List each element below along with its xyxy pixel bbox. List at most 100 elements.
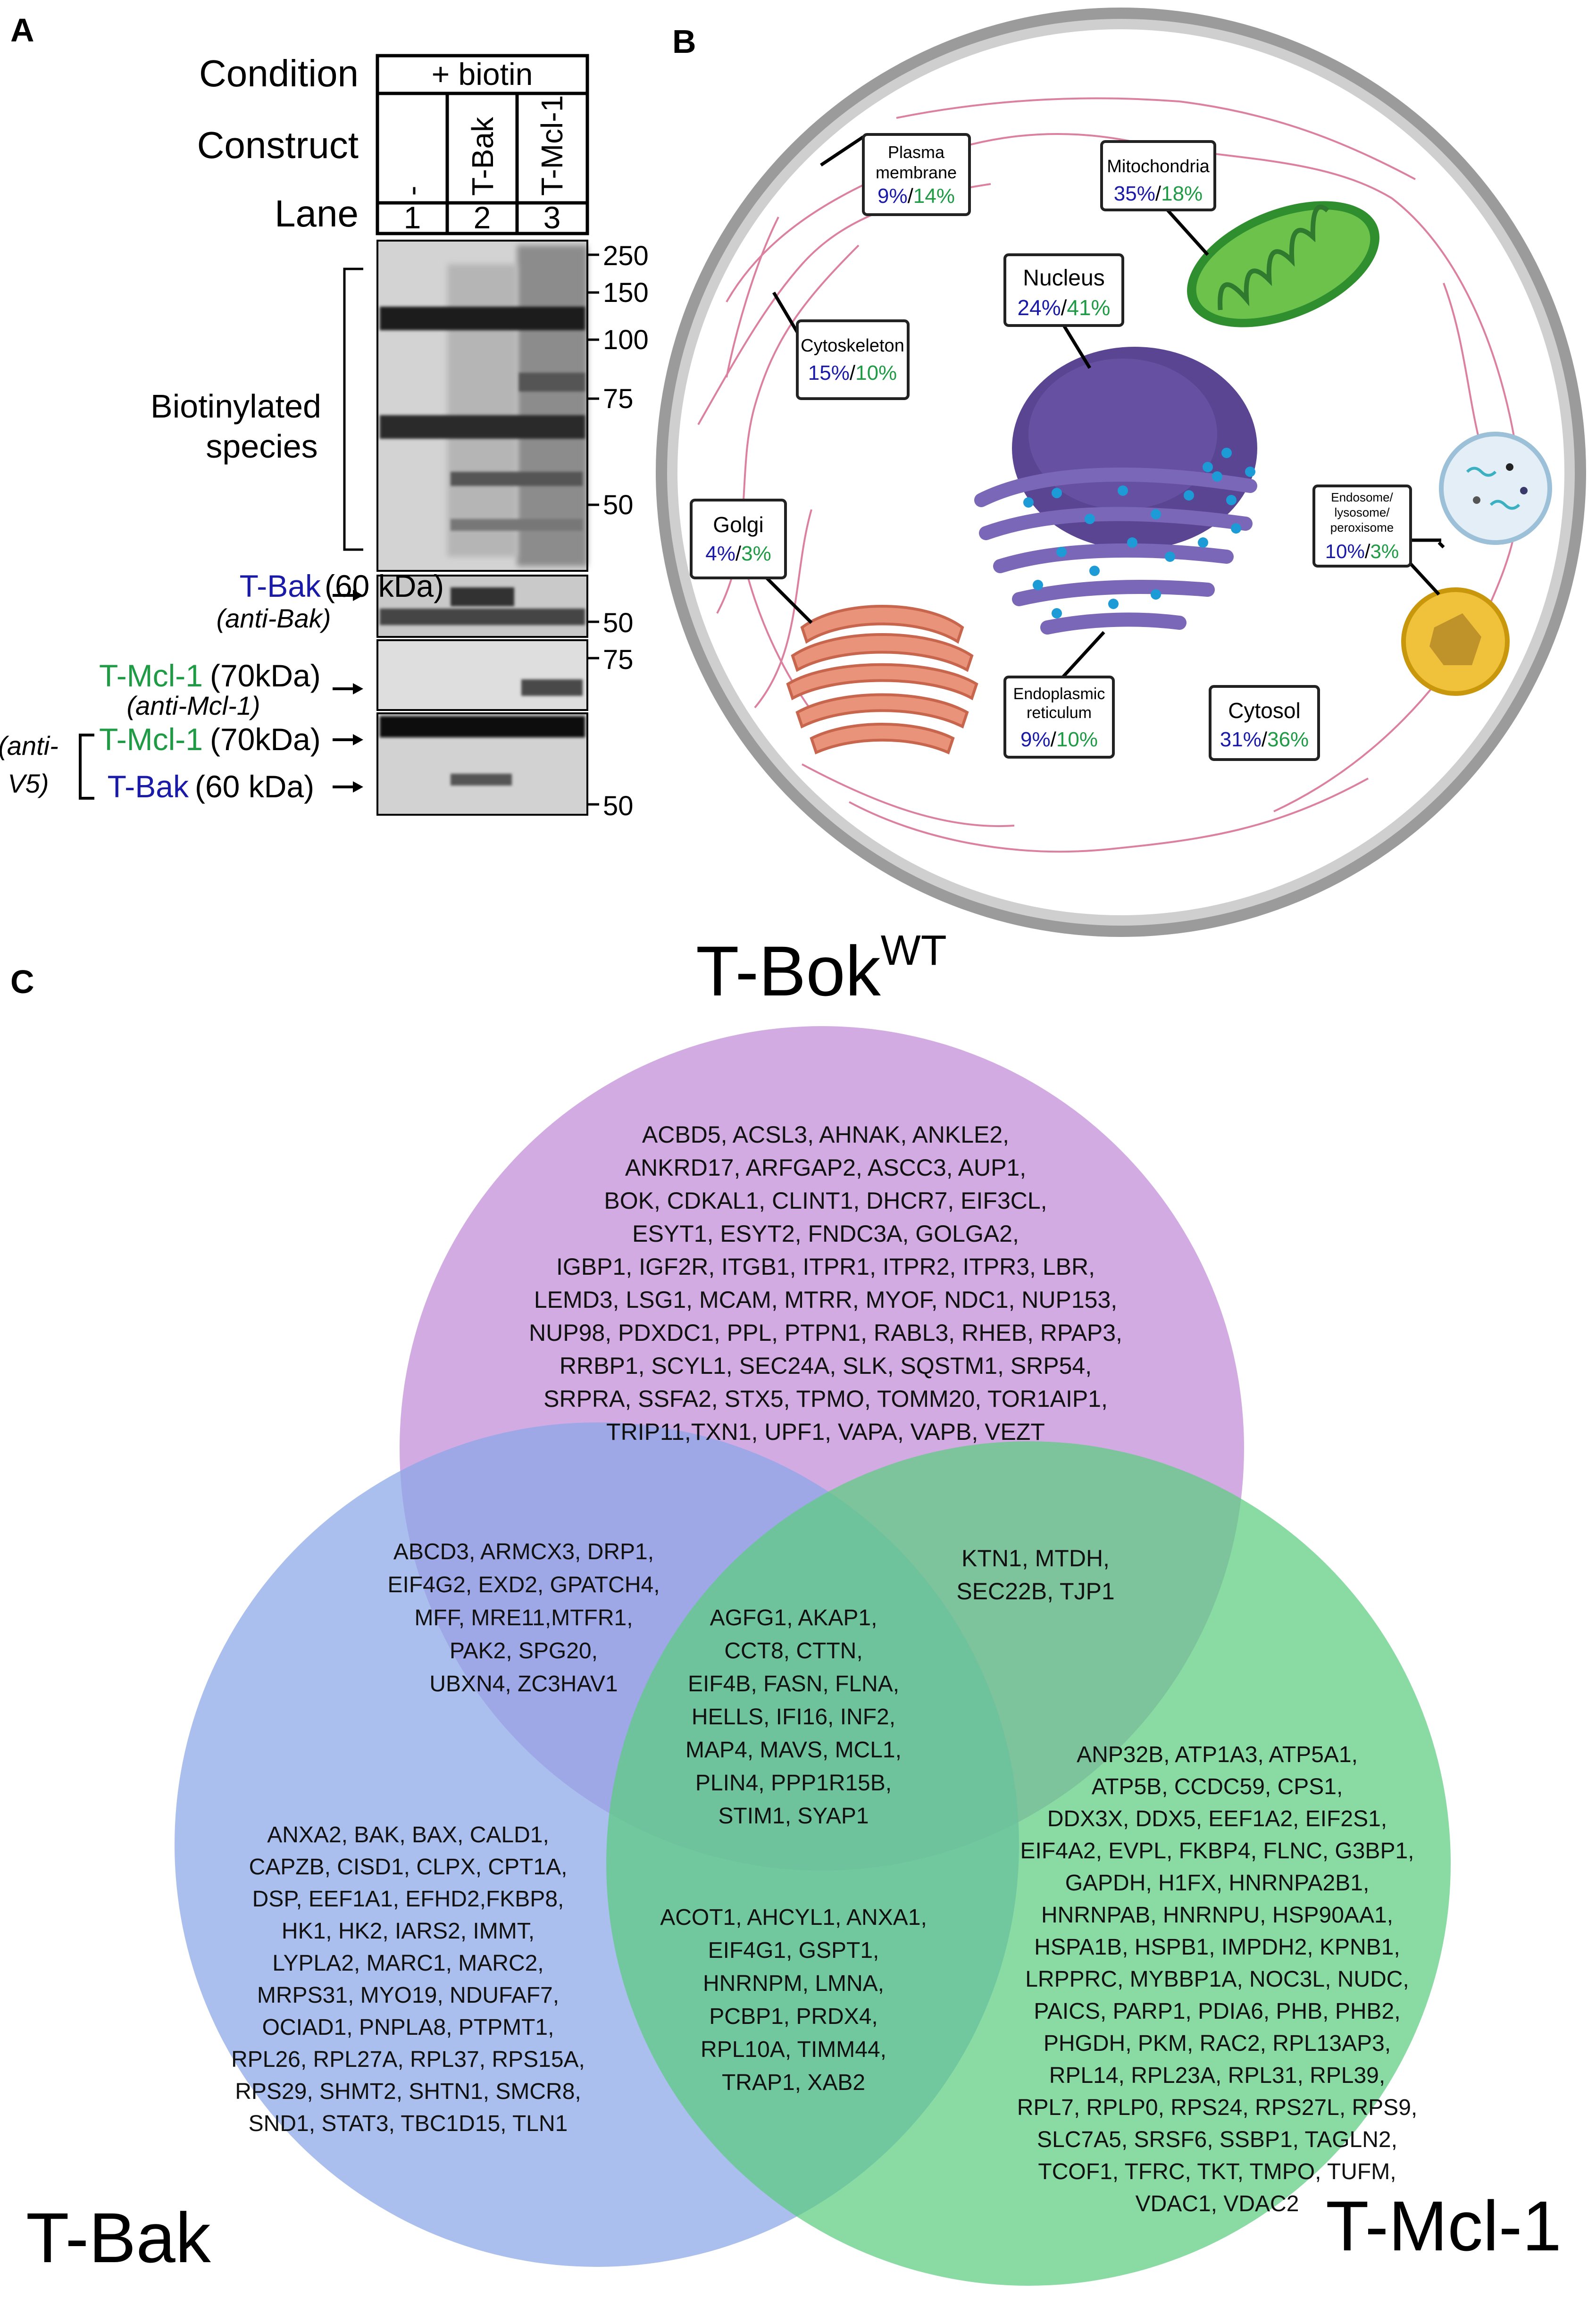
venn-circle-mcl (606, 1441, 1451, 2286)
gene-list-line: IGBP1, IGF2R, ITGB1, ITPR1, ITPR2, ITPR3… (556, 1254, 1095, 1280)
gene-list-line: EIF4A2, EVPL, FKBP4, FLNC, G3BP1, (1020, 1839, 1414, 1864)
endoplasmic-reticulum (974, 468, 1257, 635)
gene-list-line: ACBD5, ACSL3, AHNAK, ANKLE2, (642, 1121, 1009, 1148)
label-plasma-membrane: Plasma membrane 9%/14% (862, 133, 971, 216)
label-nucleus: Nucleus 24%/41% (1003, 253, 1124, 327)
er-line2: reticulum (1027, 704, 1092, 722)
gene-list-line: LEMD3, LSG1, MCAM, MTRR, MYOF, NDC1, NUP… (534, 1287, 1117, 1313)
plasma-membrane-line1: Plasma (888, 142, 945, 162)
gene-list-line: GAPDH, H1FX, HNRNPA2B1, (1065, 1871, 1370, 1896)
tmcl-antibody: (anti-Mcl-1) (126, 691, 260, 720)
marker-ticks-top (587, 253, 599, 506)
cytoskeleton-filaments (697, 97, 1520, 853)
blot-biotinylated (376, 240, 588, 572)
marker-250: 250 (603, 241, 649, 271)
gene-list-line: HNRNPAB, HNRNPU, HSP90AA1, (1041, 1903, 1393, 1928)
gene-list-line: CCT8, CTTN, (724, 1638, 862, 1663)
marker-150: 150 (603, 277, 649, 308)
marker-mid-50: 50 (603, 608, 634, 638)
label-cytosol: Cytosol 31%/36% (1209, 685, 1320, 761)
ribosomes (1023, 448, 1255, 618)
nucleus-pct: 24%/41% (1018, 295, 1111, 320)
v5-label-1: (anti- (0, 731, 58, 761)
panel-b: B (656, 8, 1586, 937)
tmcl-label: T-Mcl-1 (70kDa) (anti-Mcl-1) (99, 658, 321, 720)
construct-lane1: - (395, 186, 429, 196)
gene-list-line: TRIP11,TXN1, UPF1, VAPA, VAPB, VEZT (606, 1419, 1045, 1445)
gene-list-line: SLC7A5, SRSF6, SSBP1, TAGLN2, (1037, 2127, 1397, 2152)
gene-list-line: RPL10A, TIMM44, (701, 2037, 886, 2062)
label-golgi: Golgi 4%/3% (690, 499, 787, 579)
arrow-tbak (333, 590, 363, 601)
golgi-line1: Golgi (713, 512, 763, 537)
gene-list-line: CAPZB, CISD1, CLPX, CPT1A, (249, 1855, 568, 1880)
blot-anti-v5 (376, 712, 588, 816)
gene-list-line: SRPRA, SSFA2, STX5, TPMO, TOMM20, TOR1AI… (543, 1386, 1108, 1412)
endosome-line3: peroxisome (1330, 520, 1394, 535)
region-all-three: AGFG1, AKAP1,CCT8, CTTN,EIF4B, FASN, FLN… (685, 1605, 902, 1829)
cytoskeleton-line1: Cytoskeleton (801, 336, 904, 356)
lane-3: 3 (543, 200, 561, 235)
gene-list-line: STIM1, SYAP1 (718, 1804, 869, 1829)
gene-list-line: VDAC1, VDAC2 (1136, 2191, 1299, 2216)
endosome (1439, 432, 1552, 545)
gene-list-line: ANKRD17, ARFGAP2, ASCC3, AUP1, (625, 1154, 1026, 1181)
lane-1: 1 (404, 200, 421, 235)
gene-list-line: SEC22B, TJP1 (956, 1578, 1114, 1605)
region-bok-mcl: KTN1, MTDH, SEC22B, TJP1 (956, 1545, 1114, 1605)
gene-list-line: LYPLA2, MARC1, MARC2, (272, 1951, 543, 1976)
gene-list-line: KTN1, MTDH, (961, 1545, 1110, 1571)
er-pct: 9%/10% (1020, 728, 1098, 751)
gene-list-line: TCOF1, TFRC, TKT, TMPO, TUFM, (1038, 2159, 1396, 2184)
gene-list-line: UBXN4, ZC3HAV1 (429, 1671, 618, 1697)
gene-list-line: NUP98, PDXDC1, PPL, PTPN1, RABL3, RHEB, … (529, 1320, 1122, 1346)
gene-list-line: LRPPRC, MYBBP1A, NOC3L, NUDC, (1025, 1967, 1409, 1992)
v5-bak-size: (60 kDa) (195, 769, 314, 804)
venn-label-mcl: T-Mcl-1 (1326, 2186, 1562, 2265)
construct-lane2: T-Bak (466, 117, 500, 196)
gene-list-line: PAK2, SPG20, (450, 1638, 598, 1663)
region-bok-only: ACBD5, ACSL3, AHNAK, ANKLE2, ANKRD17, ARF… (529, 1121, 1122, 1445)
panel-a-letter: A (10, 12, 34, 49)
panel-c: C T-BokWT T-Bak T-Mcl-1 ACBD5, ACSL3, AH… (10, 927, 1562, 2286)
tbak-antibody: (anti-Bak) (217, 603, 331, 633)
construct-label: Construct (197, 124, 359, 166)
gene-list-line: HK1, HK2, IARS2, IMMT, (282, 1919, 535, 1944)
blot-anti-bak (376, 575, 588, 638)
marker-bottom-50: 50 (603, 791, 634, 821)
v5-mcl-size: (70kDa) (210, 722, 321, 757)
gene-list-line: ABCD3, ARMCX3, DRP1, (393, 1539, 654, 1564)
gene-list-line: MAP4, MAVS, MCL1, (685, 1738, 902, 1763)
tbak-size: (60 kDa) (325, 568, 444, 603)
panel-a: A Condition Construct Lane + biotin - T-… (0, 12, 649, 821)
venn-diagram (175, 1026, 1451, 2286)
gene-list-line: EIF4G2, EXD2, GPATCH4, (387, 1572, 660, 1597)
region-mcl-only: ANP32B, ATP1A3, ATP5A1,ATP5B, CCDC59, CP… (1017, 1742, 1417, 2216)
gene-list-line: RPS29, SHMT2, SHTN1, SMCR8, (235, 2079, 581, 2104)
biotinylated-label-1: Biotinylated (150, 388, 321, 425)
label-endosome: Endosome/ lysosome/ peroxisome 10%/3% (1312, 485, 1412, 568)
biotinylated-label-2: species (206, 428, 318, 465)
panel-b-letter: B (672, 23, 696, 60)
panel-c-letter: C (10, 963, 34, 1000)
marker-75: 75 (603, 384, 634, 414)
gene-list-line: RPL26, RPL27A, RPL37, RPS15A, (231, 2047, 585, 2072)
cytoskeleton-pct: 15%/10% (808, 361, 897, 384)
blot-anti-mcl1 (376, 639, 588, 711)
gene-list-line: SND1, STAT3, TBC1D15, TLN1 (249, 2111, 568, 2136)
v5-mcl-name: T-Mcl-1 (99, 722, 203, 757)
cytosol-line1: Cytosol (1228, 698, 1300, 723)
condition-label: Condition (199, 52, 359, 94)
arrow-v5-bak (333, 781, 363, 793)
golgi-pct: 4%/3% (705, 542, 771, 565)
mitochondria-line1: Mitochondria (1107, 157, 1210, 176)
lane-label: Lane (275, 192, 359, 234)
gene-list-line: PHGDH, PKM, RAC2, RPL13AP3, (1044, 2031, 1391, 2056)
label-mitochondria: Mitochondria 35%/18% (1100, 140, 1216, 211)
tmcl-size: (70kDa) (210, 658, 321, 693)
endosome-line2: lysosome/ (1334, 505, 1390, 519)
gene-list-line: PLIN4, PPP1R15B, (695, 1771, 892, 1796)
gene-list-line: EIF4G1, GSPT1, (708, 1938, 879, 1963)
gene-list-line: BOK, CDKAL1, CLINT1, DHCR7, EIF3CL, (604, 1187, 1047, 1214)
v5-bracket (79, 734, 94, 800)
